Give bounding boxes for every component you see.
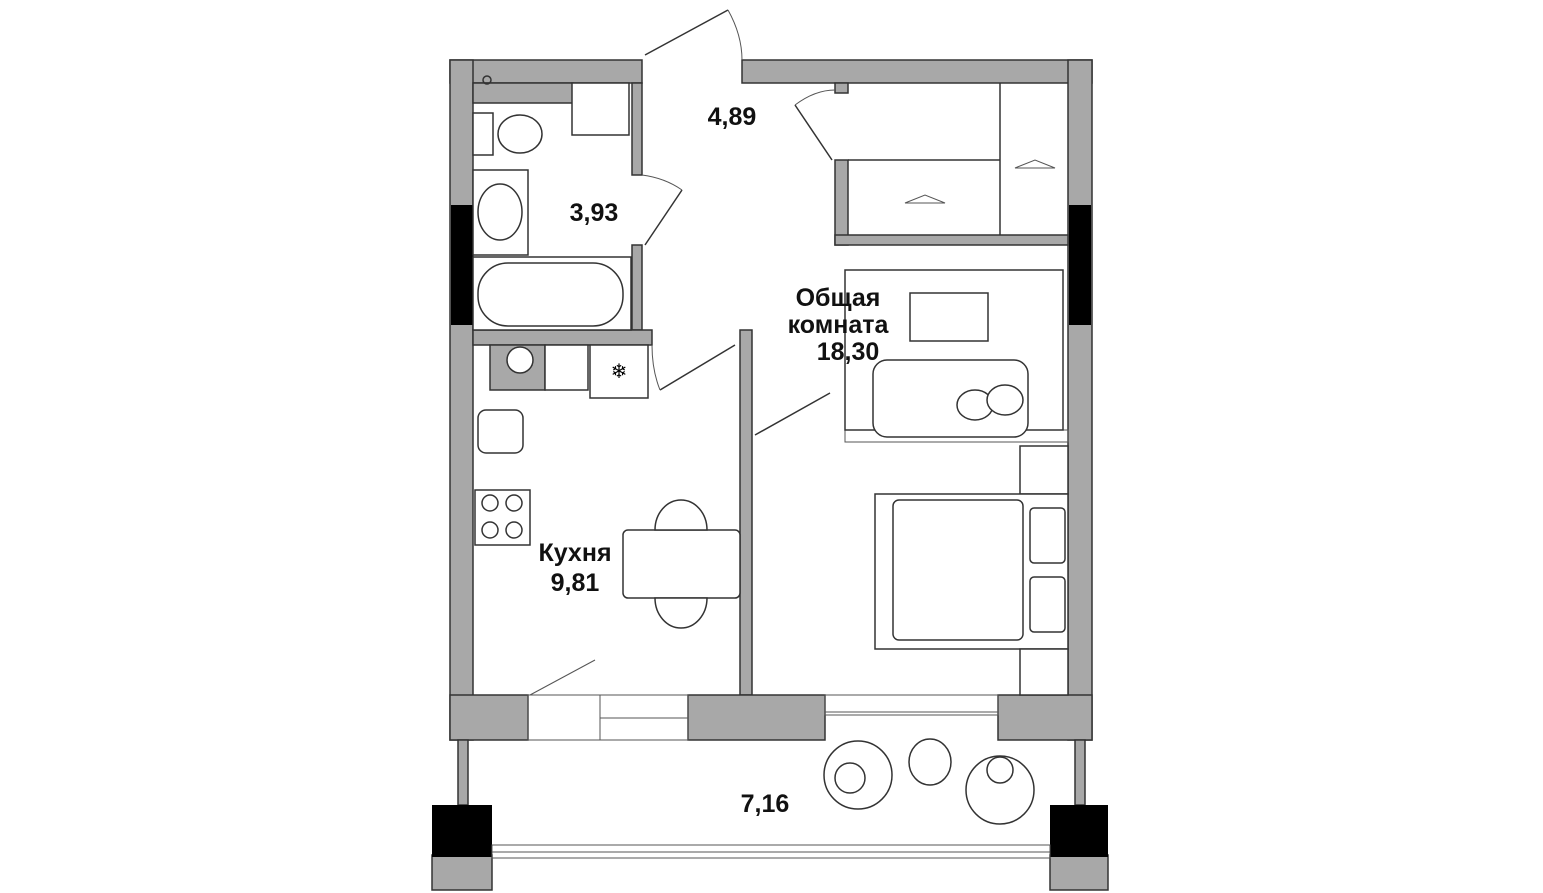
window-pillars <box>432 205 1108 857</box>
living-name-line2: комната <box>788 311 890 339</box>
kitchen-area: 9,81 <box>551 569 600 597</box>
hall-area: 4,89 <box>708 103 757 131</box>
doors <box>529 9 836 696</box>
walls <box>431 59 1109 891</box>
balcony-area: 7,16 <box>741 790 790 818</box>
living-area: 18,30 <box>817 338 880 366</box>
living-name-line1: Общая <box>796 284 881 312</box>
kitchen-fixtures <box>474 409 741 629</box>
kitchen-name: Кухня <box>538 539 611 567</box>
balcony-furniture <box>823 738 1035 825</box>
living-furniture <box>844 269 1069 696</box>
windows <box>491 429 1069 859</box>
closet <box>848 83 1056 235</box>
bathroom-fixtures: ❄ <box>472 75 649 399</box>
freezer-icon: ❄ <box>611 361 628 383</box>
bathroom-area: 3,93 <box>570 199 619 227</box>
